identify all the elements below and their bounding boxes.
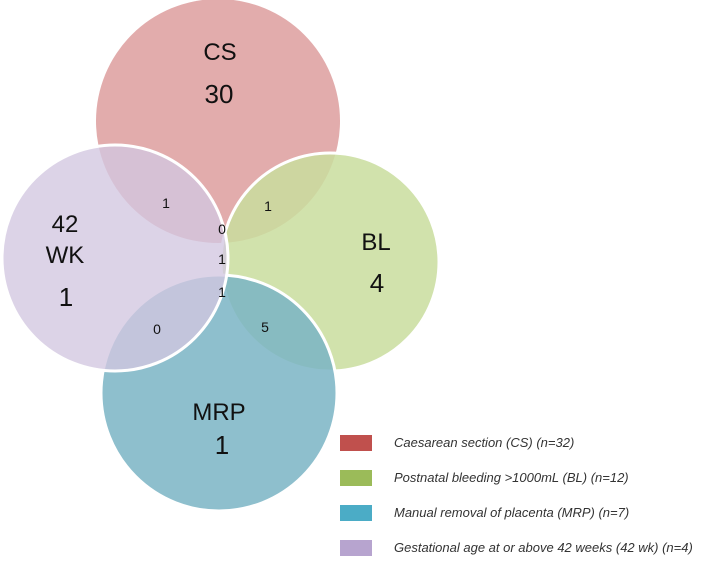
set-count-mrp: 1 — [215, 430, 229, 460]
legend-swatch-bl — [340, 469, 372, 486]
legend-item-bl: Postnatal bleeding >1000mL (BL) (n=12) — [340, 460, 709, 495]
circle-42wk — [0, 143, 230, 373]
set-label-bl: BL — [361, 229, 390, 256]
set-count-bl: 4 — [370, 268, 384, 298]
overlap-count-cs-bl-42wk: 0 — [218, 221, 226, 237]
overlap-count-bl-mrp: 5 — [261, 319, 269, 335]
legend-label-bl: Postnatal bleeding >1000mL (BL) (n=12) — [394, 470, 629, 485]
set-label-cs: CS — [203, 39, 236, 66]
set-label-42wk-line1: 42 — [52, 211, 79, 238]
legend-swatch-cs — [340, 434, 372, 451]
legend-item-mrp: Manual removal of placenta (MRP) (n=7) — [340, 495, 709, 530]
legend-label-mrp: Manual removal of placenta (MRP) (n=7) — [394, 505, 630, 520]
set-count-cs: 30 — [205, 79, 234, 109]
set-label-mrp: MRP — [192, 399, 245, 426]
overlap-count-mrp-42wk: 0 — [153, 321, 161, 337]
legend-item-cs: Caesarean section (CS) (n=32) — [340, 425, 709, 460]
legend-item-42wk: Gestational age at or above 42 weeks (42… — [340, 530, 709, 565]
legend-label-42wk: Gestational age at or above 42 weeks (42… — [394, 540, 693, 555]
legend-swatch-42wk — [340, 539, 372, 556]
legend-swatch-mrp — [340, 504, 372, 521]
overlap-count-cs-42wk: 1 — [162, 195, 170, 211]
set-label-42wk-line2: WK — [46, 242, 85, 269]
overlap-count-bl-mrp-42wk: 1 — [218, 284, 226, 300]
overlap-count-cs-bl: 1 — [264, 198, 272, 214]
set-count-42wk: 1 — [59, 282, 73, 312]
legend-label-cs: Caesarean section (CS) (n=32) — [394, 435, 575, 450]
legend: Caesarean section (CS) (n=32) Postnatal … — [340, 425, 709, 565]
overlap-count-center: 1 — [218, 251, 226, 267]
